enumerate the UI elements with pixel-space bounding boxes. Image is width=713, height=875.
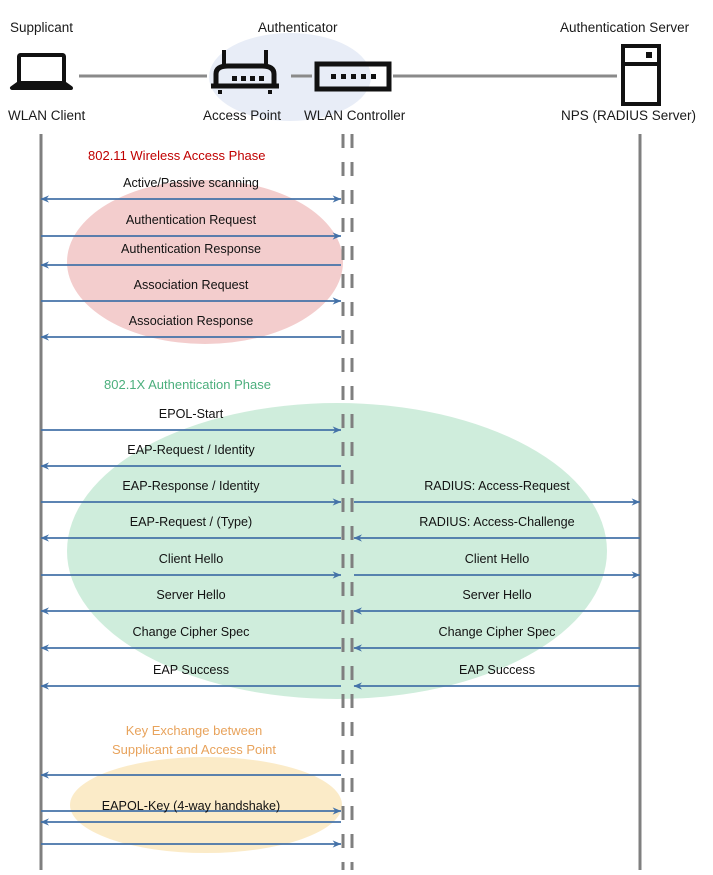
- message-arrow-layer: [40, 195, 641, 848]
- message-label: Association Request: [133, 278, 249, 292]
- message-label: EAP-Response / Identity: [122, 479, 260, 493]
- message-label: EAP-Request / Identity: [127, 443, 255, 457]
- phase-ellipse-dot1x-authentication: [67, 403, 607, 699]
- wlan-controller-icon: [314, 61, 392, 92]
- phase-ellipse-key-exchange: [70, 757, 342, 853]
- message-label: Client Hello: [464, 552, 530, 566]
- actor-node-nps: NPS (RADIUS Server): [561, 108, 697, 123]
- message-label: EPOL-Start: [158, 407, 224, 421]
- message-label: Active/Passive scanning: [123, 176, 259, 190]
- authenticator-group-ellipse: [209, 33, 371, 121]
- message-label: Association Response: [128, 314, 254, 328]
- message-label: Change Cipher Spec: [132, 625, 250, 639]
- actor-node-wlan-controller: WLAN Controller: [304, 108, 406, 123]
- access-point-icon: [211, 50, 279, 94]
- actor-role-authenticator: Authenticator: [258, 20, 338, 35]
- actor-role-supplicant: Supplicant: [10, 20, 74, 35]
- message-label: EAP Success: [458, 663, 536, 677]
- actor-node-access-point: Access Point: [203, 108, 282, 123]
- message-label: Authentication Request: [125, 213, 257, 227]
- message-label: Authentication Response: [120, 242, 262, 256]
- message-label: EAPOL-Key (4-way handshake): [101, 799, 281, 813]
- phase-label-key-exchange: Key Exchange between Supplicant and Acce…: [104, 721, 284, 759]
- message-label: Server Hello: [156, 588, 226, 602]
- phase-ellipse-wireless-access: [67, 180, 343, 344]
- message-label: Client Hello: [158, 552, 224, 566]
- server-icon: [621, 44, 661, 106]
- phase-label-wireless-access: 802.11 Wireless Access Phase: [88, 148, 266, 163]
- phase-label-key-exchange-line2: Supplicant and Access Point: [111, 742, 277, 757]
- message-label: Server Hello: [462, 588, 532, 602]
- phase-label-dot1x-authentication: 802.1X Authentication Phase: [104, 377, 271, 392]
- message-label: Change Cipher Spec: [438, 625, 556, 639]
- laptop-icon: [10, 53, 73, 90]
- message-label: EAP-Request / (Type): [129, 515, 253, 529]
- phase-label-key-exchange-line1: Key Exchange between: [125, 723, 263, 738]
- message-label: EAP Success: [152, 663, 230, 677]
- actor-role-authentication-server: Authentication Server: [560, 20, 690, 35]
- actor-node-wlan-client: WLAN Client: [8, 108, 86, 123]
- message-label: RADIUS: Access-Request: [424, 479, 570, 493]
- message-label: RADIUS: Access-Challenge: [419, 515, 575, 529]
